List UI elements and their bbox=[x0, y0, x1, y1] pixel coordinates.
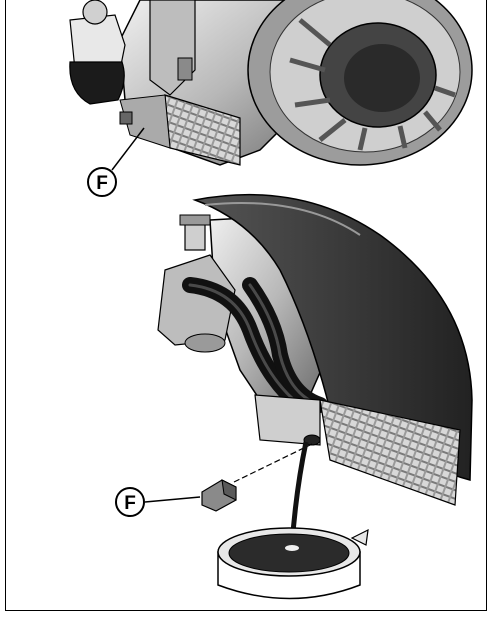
callout-line-bottom bbox=[145, 497, 200, 502]
callout-line-top bbox=[112, 128, 144, 170]
callout-bottom-label: F bbox=[124, 493, 136, 514]
engine-top-illustration bbox=[70, 0, 472, 165]
engine-bottom-illustration bbox=[158, 195, 472, 505]
callout-top-label: F bbox=[96, 173, 108, 194]
drain-pan-illustration bbox=[218, 528, 368, 599]
callout-top: F bbox=[88, 168, 116, 196]
drain-plug-illustration bbox=[202, 480, 236, 511]
callout-bottom: F bbox=[116, 488, 144, 516]
